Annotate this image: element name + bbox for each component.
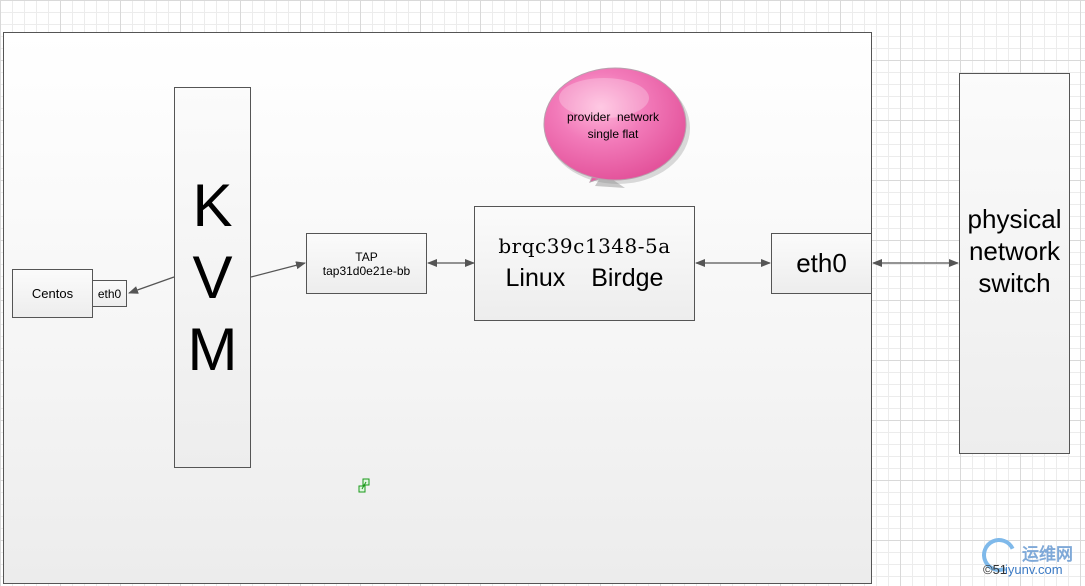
connector-handle-icon[interactable] bbox=[358, 478, 372, 494]
host-frame bbox=[3, 32, 872, 584]
callout-bubble bbox=[543, 67, 690, 188]
kvm-letter-v: V bbox=[192, 243, 233, 311]
callout-line-1: provider network bbox=[566, 110, 660, 124]
switch-line-1: physical bbox=[967, 203, 1062, 234]
kvm-letter-m: M bbox=[187, 315, 238, 383]
tap-box: TAP tap31d0e21e-bb bbox=[306, 233, 427, 294]
switch-line-2: network bbox=[968, 235, 1061, 266]
switch-line-3: switch bbox=[978, 267, 1051, 298]
bridge-type: Linux Birdge bbox=[505, 264, 664, 292]
arrow-kvm-to-vm-eth0 bbox=[128, 276, 175, 294]
bridge-name: brqc39c1348-5a bbox=[498, 234, 671, 258]
watermark-url: iyunv.com bbox=[1005, 562, 1063, 577]
vm-eth0-label: eth0 bbox=[97, 286, 122, 301]
vm-eth0-box: eth0 bbox=[92, 280, 127, 307]
callout-text: provider network single flat bbox=[538, 109, 688, 143]
host-eth0-box: eth0 bbox=[771, 233, 872, 294]
watermark-title: 运维网 bbox=[1022, 545, 1073, 564]
physical-switch-box: physical network switch bbox=[959, 73, 1070, 454]
arrow-kvm-to-tap bbox=[250, 261, 306, 278]
callout-line-2: single flat bbox=[587, 127, 639, 141]
watermark-prefix: ©51 bbox=[983, 562, 1008, 577]
host-eth0-label: eth0 bbox=[796, 248, 847, 278]
kvm-letter-k: K bbox=[192, 171, 233, 239]
tap-title: TAP bbox=[355, 249, 378, 264]
tap-name: tap31d0e21e-bb bbox=[322, 263, 411, 278]
centos-vm-box: Centos bbox=[12, 269, 93, 318]
kvm-box: K V M bbox=[174, 87, 251, 468]
centos-label: Centos bbox=[31, 286, 74, 301]
linux-bridge-box: brqc39c1348-5a Linux Birdge bbox=[474, 206, 695, 321]
